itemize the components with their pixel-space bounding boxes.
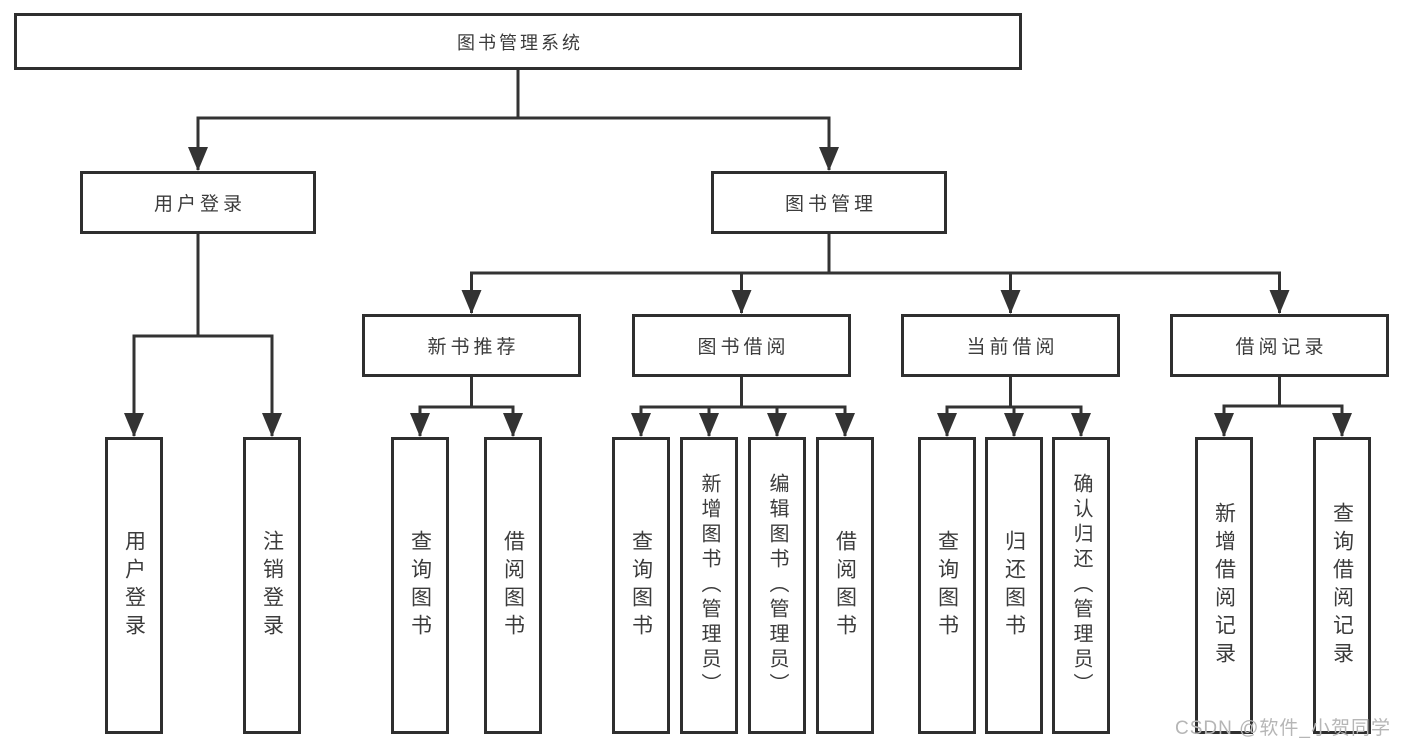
leaf-query-books-borrowing: 查询图书 (612, 437, 670, 734)
leaf-return-books: 归还图书 (985, 437, 1043, 734)
leaf-query-borrow-record: 查询借阅记录 (1313, 437, 1371, 734)
node-current-borrowing: 当前借阅 (901, 314, 1120, 377)
leaf-add-borrow-record: 新增借阅记录 (1195, 437, 1253, 734)
node-root-library-management-system: 图书管理系统 (14, 13, 1022, 70)
csdn-watermark: CSDN @软件_小贺同学 (1175, 718, 1391, 739)
leaf-confirm-return-admin: 确认归还（管理员） (1052, 437, 1110, 734)
node-book-management: 图书管理 (711, 171, 947, 234)
node-user-login: 用户登录 (80, 171, 316, 234)
leaf-query-books-recommend: 查询图书 (391, 437, 449, 734)
leaf-query-books-current: 查询图书 (918, 437, 976, 734)
leaf-logout: 注销登录 (243, 437, 301, 734)
leaf-borrow-books-borrowing: 借阅图书 (816, 437, 874, 734)
leaf-user-login: 用户登录 (105, 437, 163, 734)
leaf-edit-books-admin: 编辑图书（管理员） (748, 437, 806, 734)
node-new-book-recommend: 新书推荐 (362, 314, 581, 377)
leaf-borrow-books-recommend: 借阅图书 (484, 437, 542, 734)
node-book-borrowing: 图书借阅 (632, 314, 851, 377)
leaf-add-books-admin: 新增图书（管理员） (680, 437, 738, 734)
node-borrowing-records: 借阅记录 (1170, 314, 1389, 377)
